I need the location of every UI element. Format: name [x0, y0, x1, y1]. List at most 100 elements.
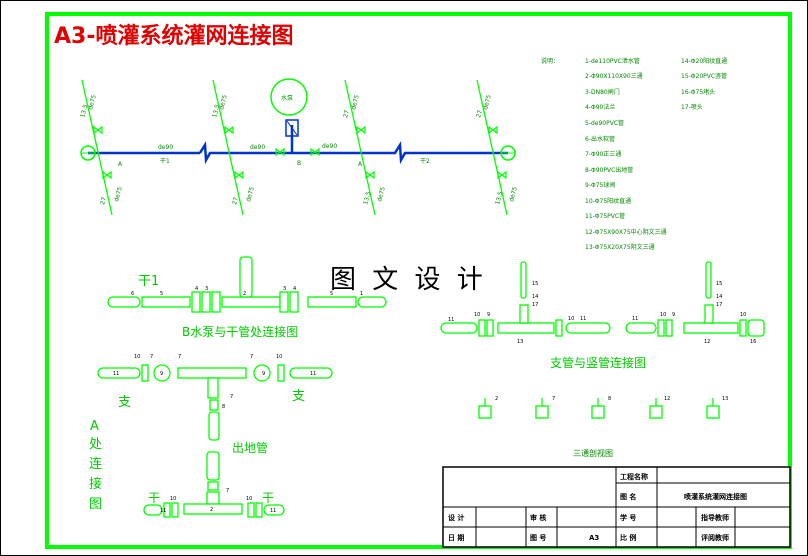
- svg-text:16-Φ75堵头: 16-Φ75堵头: [681, 88, 715, 96]
- legend: 说明： 1-de110PVC泄水管 2-Φ90X110X90三通 3-DN80闸…: [541, 57, 727, 251]
- svg-text:de75: de75: [350, 94, 361, 111]
- svg-text:27: 27: [99, 196, 108, 205]
- svg-text:9: 9: [262, 371, 265, 377]
- svg-text:支: 支: [292, 389, 305, 404]
- svg-text:A3: A3: [589, 534, 599, 542]
- svg-text:11: 11: [310, 371, 316, 377]
- svg-text:支: 支: [118, 395, 131, 410]
- svg-text:8: 8: [222, 404, 225, 410]
- a-caption-vertical: A 处 连 接 图: [89, 419, 102, 512]
- svg-text:6: 6: [131, 291, 134, 297]
- plan-view: 水泵 A A B de90 de: [79, 78, 519, 216]
- svg-text:2: 2: [243, 291, 246, 297]
- svg-text:11: 11: [448, 317, 454, 323]
- svg-text:8: 8: [608, 396, 611, 402]
- svg-text:12: 12: [704, 339, 710, 345]
- svg-text:干1: 干1: [138, 274, 159, 289]
- svg-text:3-DN80闸门: 3-DN80闸门: [585, 88, 620, 96]
- svg-text:13.5: 13.5: [79, 104, 89, 119]
- svg-text:12: 12: [664, 396, 670, 402]
- pump-label: 水泵: [281, 94, 293, 102]
- svg-text:工程名称: 工程名称: [620, 472, 648, 481]
- svg-text:学 号: 学 号: [620, 513, 636, 522]
- svg-text:27: 27: [342, 109, 351, 118]
- svg-text:干2: 干2: [420, 158, 430, 165]
- svg-text:13.5: 13.5: [494, 191, 504, 206]
- svg-text:干: 干: [148, 491, 160, 505]
- svg-text:连: 连: [89, 456, 102, 472]
- svg-text:7: 7: [226, 488, 229, 494]
- svg-text:9: 9: [672, 312, 675, 318]
- svg-text:10: 10: [246, 496, 252, 502]
- svg-text:10: 10: [740, 312, 746, 318]
- svg-text:10: 10: [276, 354, 282, 360]
- svg-text:1: 1: [360, 291, 363, 297]
- svg-text:10: 10: [170, 496, 176, 502]
- svg-text:5: 5: [330, 291, 333, 297]
- svg-text:15-Φ20PVC竖管: 15-Φ20PVC竖管: [681, 72, 727, 80]
- svg-text:14: 14: [716, 294, 722, 300]
- drawing-frame: [45, 12, 792, 549]
- svg-text:7: 7: [552, 396, 555, 402]
- svg-text:13-Φ75X20X75阴文三通: 13-Φ75X20X75阴文三通: [585, 243, 655, 251]
- svg-text:11: 11: [113, 371, 119, 377]
- svg-text:3: 3: [205, 286, 208, 292]
- svg-text:A: A: [118, 161, 123, 168]
- svg-text:干: 干: [262, 491, 274, 505]
- svg-text:9: 9: [487, 312, 490, 318]
- svg-text:17: 17: [532, 302, 538, 308]
- svg-text:9: 9: [160, 371, 163, 377]
- svg-text:A: A: [358, 161, 363, 168]
- svg-text:审 核: 审 核: [530, 513, 546, 522]
- svg-text:7: 7: [150, 354, 153, 360]
- svg-text:11: 11: [270, 508, 276, 514]
- drawing-title: A3-喷灌系统灌网连接图: [54, 23, 293, 49]
- svg-text:5: 5: [160, 291, 163, 297]
- svg-text:图: 图: [89, 497, 102, 512]
- svg-text:12-Φ75X90X75中心阴文三通: 12-Φ75X90X75中心阴文三通: [585, 228, 667, 236]
- svg-text:27: 27: [475, 109, 484, 118]
- svg-text:17-喷头: 17-喷头: [681, 103, 703, 111]
- svg-text:17: 17: [716, 302, 722, 308]
- svg-text:处: 处: [89, 437, 102, 452]
- branch-caption: 支管与竖管连接图: [550, 355, 646, 370]
- svg-text:4: 4: [293, 286, 296, 292]
- svg-text:7-Φ90正三通: 7-Φ90正三通: [585, 150, 621, 158]
- svg-text:de90: de90: [322, 143, 337, 150]
- svg-text:de75: de75: [482, 94, 493, 111]
- svg-text:13.5: 13.5: [211, 104, 221, 119]
- svg-text:13: 13: [517, 339, 523, 345]
- svg-text:图 名: 图 名: [620, 492, 636, 501]
- svg-text:15: 15: [532, 281, 538, 287]
- svg-text:de75: de75: [87, 94, 98, 111]
- svg-text:10: 10: [474, 312, 480, 318]
- tee-caption: 三通剖视图: [573, 448, 613, 458]
- svg-text:9-Φ75球阀: 9-Φ75球阀: [585, 181, 615, 189]
- svg-text:de90: de90: [250, 144, 265, 151]
- svg-text:de75: de75: [218, 94, 229, 111]
- svg-text:de75: de75: [113, 186, 124, 203]
- svg-text:10: 10: [134, 354, 140, 360]
- watermark-text: 图 文 设 计: [330, 265, 487, 295]
- svg-text:6-出水软管: 6-出水软管: [585, 135, 615, 143]
- svg-text:14: 14: [532, 294, 538, 300]
- svg-text:13.5: 13.5: [362, 191, 372, 206]
- svg-text:11: 11: [160, 508, 166, 514]
- svg-text:2-Φ90X110X90三通: 2-Φ90X110X90三通: [585, 72, 643, 80]
- svg-text:de75: de75: [376, 186, 387, 203]
- svg-text:14-Φ20阳纹直通: 14-Φ20阳纹直通: [681, 57, 727, 65]
- pump-symbol: [270, 78, 308, 116]
- svg-text:27: 27: [231, 196, 240, 205]
- svg-text:11-Φ75PVC管: 11-Φ75PVC管: [585, 212, 625, 220]
- svg-text:5-de90PVC管: 5-de90PVC管: [585, 119, 624, 127]
- svg-text:日 期: 日 期: [448, 533, 464, 542]
- svg-text:1-de110PVC泄水管: 1-de110PVC泄水管: [585, 57, 640, 65]
- svg-text:10-Φ75阳纹直通: 10-Φ75阳纹直通: [585, 197, 631, 205]
- b-caption: B水泵与干管处连接图: [182, 324, 298, 339]
- svg-text:16: 16: [750, 339, 756, 345]
